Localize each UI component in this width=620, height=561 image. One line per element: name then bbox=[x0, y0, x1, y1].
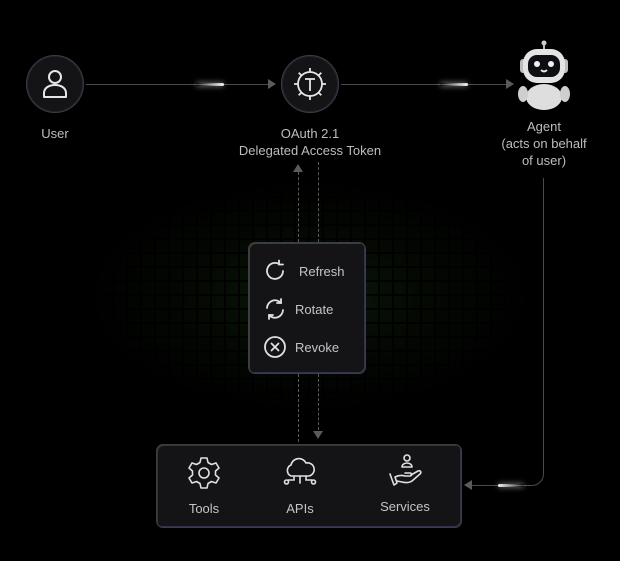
apis-label: APIs bbox=[286, 501, 314, 516]
dashed-line-up-lower bbox=[298, 374, 299, 442]
user-icon bbox=[43, 70, 67, 98]
agent-node[interactable] bbox=[512, 38, 576, 110]
user-label: User bbox=[41, 126, 69, 141]
flow-pulse bbox=[498, 484, 524, 487]
agent-subtitle-line2: of user) bbox=[521, 153, 567, 168]
resources-panel: Tools APIs Services bbox=[156, 444, 462, 528]
agent-connector-corner bbox=[528, 470, 544, 486]
arrow-right-icon bbox=[268, 79, 276, 89]
robot-icon bbox=[518, 40, 570, 110]
oauth-token-node[interactable] bbox=[281, 55, 339, 113]
gear-icon bbox=[188, 457, 220, 489]
flow-pulse bbox=[196, 83, 224, 86]
refresh-action[interactable]: Refresh bbox=[263, 259, 345, 283]
user-to-oauth-line bbox=[86, 84, 274, 85]
arrow-down-icon bbox=[313, 431, 323, 439]
resource-apis[interactable]: APIs bbox=[260, 455, 340, 516]
agent-to-resources-line bbox=[543, 178, 544, 474]
flow-pulse bbox=[440, 83, 468, 86]
oauth-subtitle: Delegated Access Token bbox=[238, 143, 382, 158]
rotate-label: Rotate bbox=[295, 301, 334, 317]
dashed-line-up bbox=[298, 172, 299, 242]
arrow-up-icon bbox=[293, 164, 303, 172]
resource-tools[interactable]: Tools bbox=[164, 455, 244, 516]
hand-user-icon bbox=[389, 454, 422, 486]
revoke-label: Revoke bbox=[295, 339, 340, 355]
agent-subtitle-line1: (acts on behalf bbox=[501, 136, 587, 151]
dashed-line-down bbox=[318, 162, 319, 242]
revoke-action[interactable]: Revoke bbox=[263, 335, 339, 359]
token-actions-panel: Refresh Rotate Revoke bbox=[248, 242, 366, 374]
arrow-left-icon bbox=[464, 480, 472, 490]
services-label: Services bbox=[380, 499, 430, 514]
user-node[interactable] bbox=[26, 55, 84, 113]
refresh-label: Refresh bbox=[299, 263, 345, 279]
oauth-title: OAuth 2.1 bbox=[280, 126, 340, 141]
revoke-x-icon bbox=[264, 336, 286, 358]
agent-title: Agent bbox=[527, 119, 561, 134]
oauth-to-agent-line bbox=[341, 84, 513, 85]
arrow-right-icon bbox=[506, 79, 514, 89]
dashed-line-down-lower bbox=[318, 374, 319, 430]
cloud-network-icon bbox=[283, 457, 317, 485]
rotate-icon bbox=[266, 298, 284, 320]
tools-label: Tools bbox=[188, 501, 220, 516]
token-t-icon bbox=[294, 68, 326, 100]
rotate-action[interactable]: Rotate bbox=[263, 297, 333, 321]
refresh-icon bbox=[266, 259, 284, 280]
resource-services[interactable]: Services bbox=[365, 453, 445, 514]
